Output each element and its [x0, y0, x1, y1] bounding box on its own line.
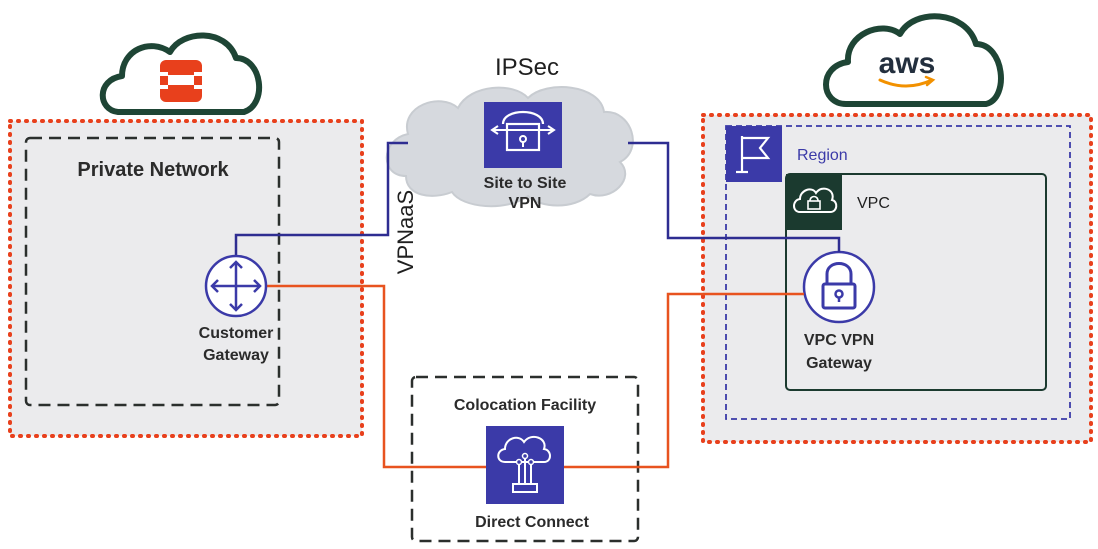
openstack-cloud [99, 32, 263, 115]
aws-cloud: aws [823, 13, 1004, 107]
region-label: Region [797, 147, 848, 164]
openstack-logo-icon [160, 60, 202, 102]
colocation-facility: Colocation Facility Direct Connect [410, 375, 640, 543]
vpc-vpn-gateway-label-line1: VPC VPN [804, 332, 874, 349]
ipsec-label: IPSec [495, 54, 559, 81]
direct-connect-icon [486, 426, 564, 504]
vpc-label: VPC [857, 195, 890, 212]
aws-logo-icon: aws [878, 47, 936, 88]
direct-connect-line [266, 284, 804, 469]
colocation-facility-label: Colocation Facility [454, 397, 596, 414]
on-premises-panel: Private Network [8, 119, 364, 438]
customer-gateway-label-line1: Customer [199, 325, 274, 342]
aws-panel: Region VPC VPC VPN Gateway [701, 113, 1093, 444]
vpn-lock-icon [484, 102, 562, 168]
region-flag-icon [726, 126, 782, 182]
private-network-label: Private Network [77, 159, 229, 181]
vpc-cloud-lock-icon [786, 174, 842, 230]
router-icon [204, 254, 268, 318]
vpnaas-label: VPNaaS [393, 190, 418, 274]
customer-gateway-label-line2: Gateway [203, 347, 269, 364]
site-to-site-vpn-label-line2: VPN [509, 195, 542, 212]
aws-logo-text: aws [879, 47, 936, 80]
vpn-connection-line [234, 141, 841, 256]
direct-connect-label: Direct Connect [475, 514, 589, 531]
ipsec-cloud: IPSec Site to Site VPN [385, 54, 634, 212]
vpc-vpn-gateway-label-line2: Gateway [806, 355, 872, 372]
padlock-icon [802, 250, 876, 324]
site-to-site-vpn-label-line1: Site to Site [484, 175, 567, 192]
